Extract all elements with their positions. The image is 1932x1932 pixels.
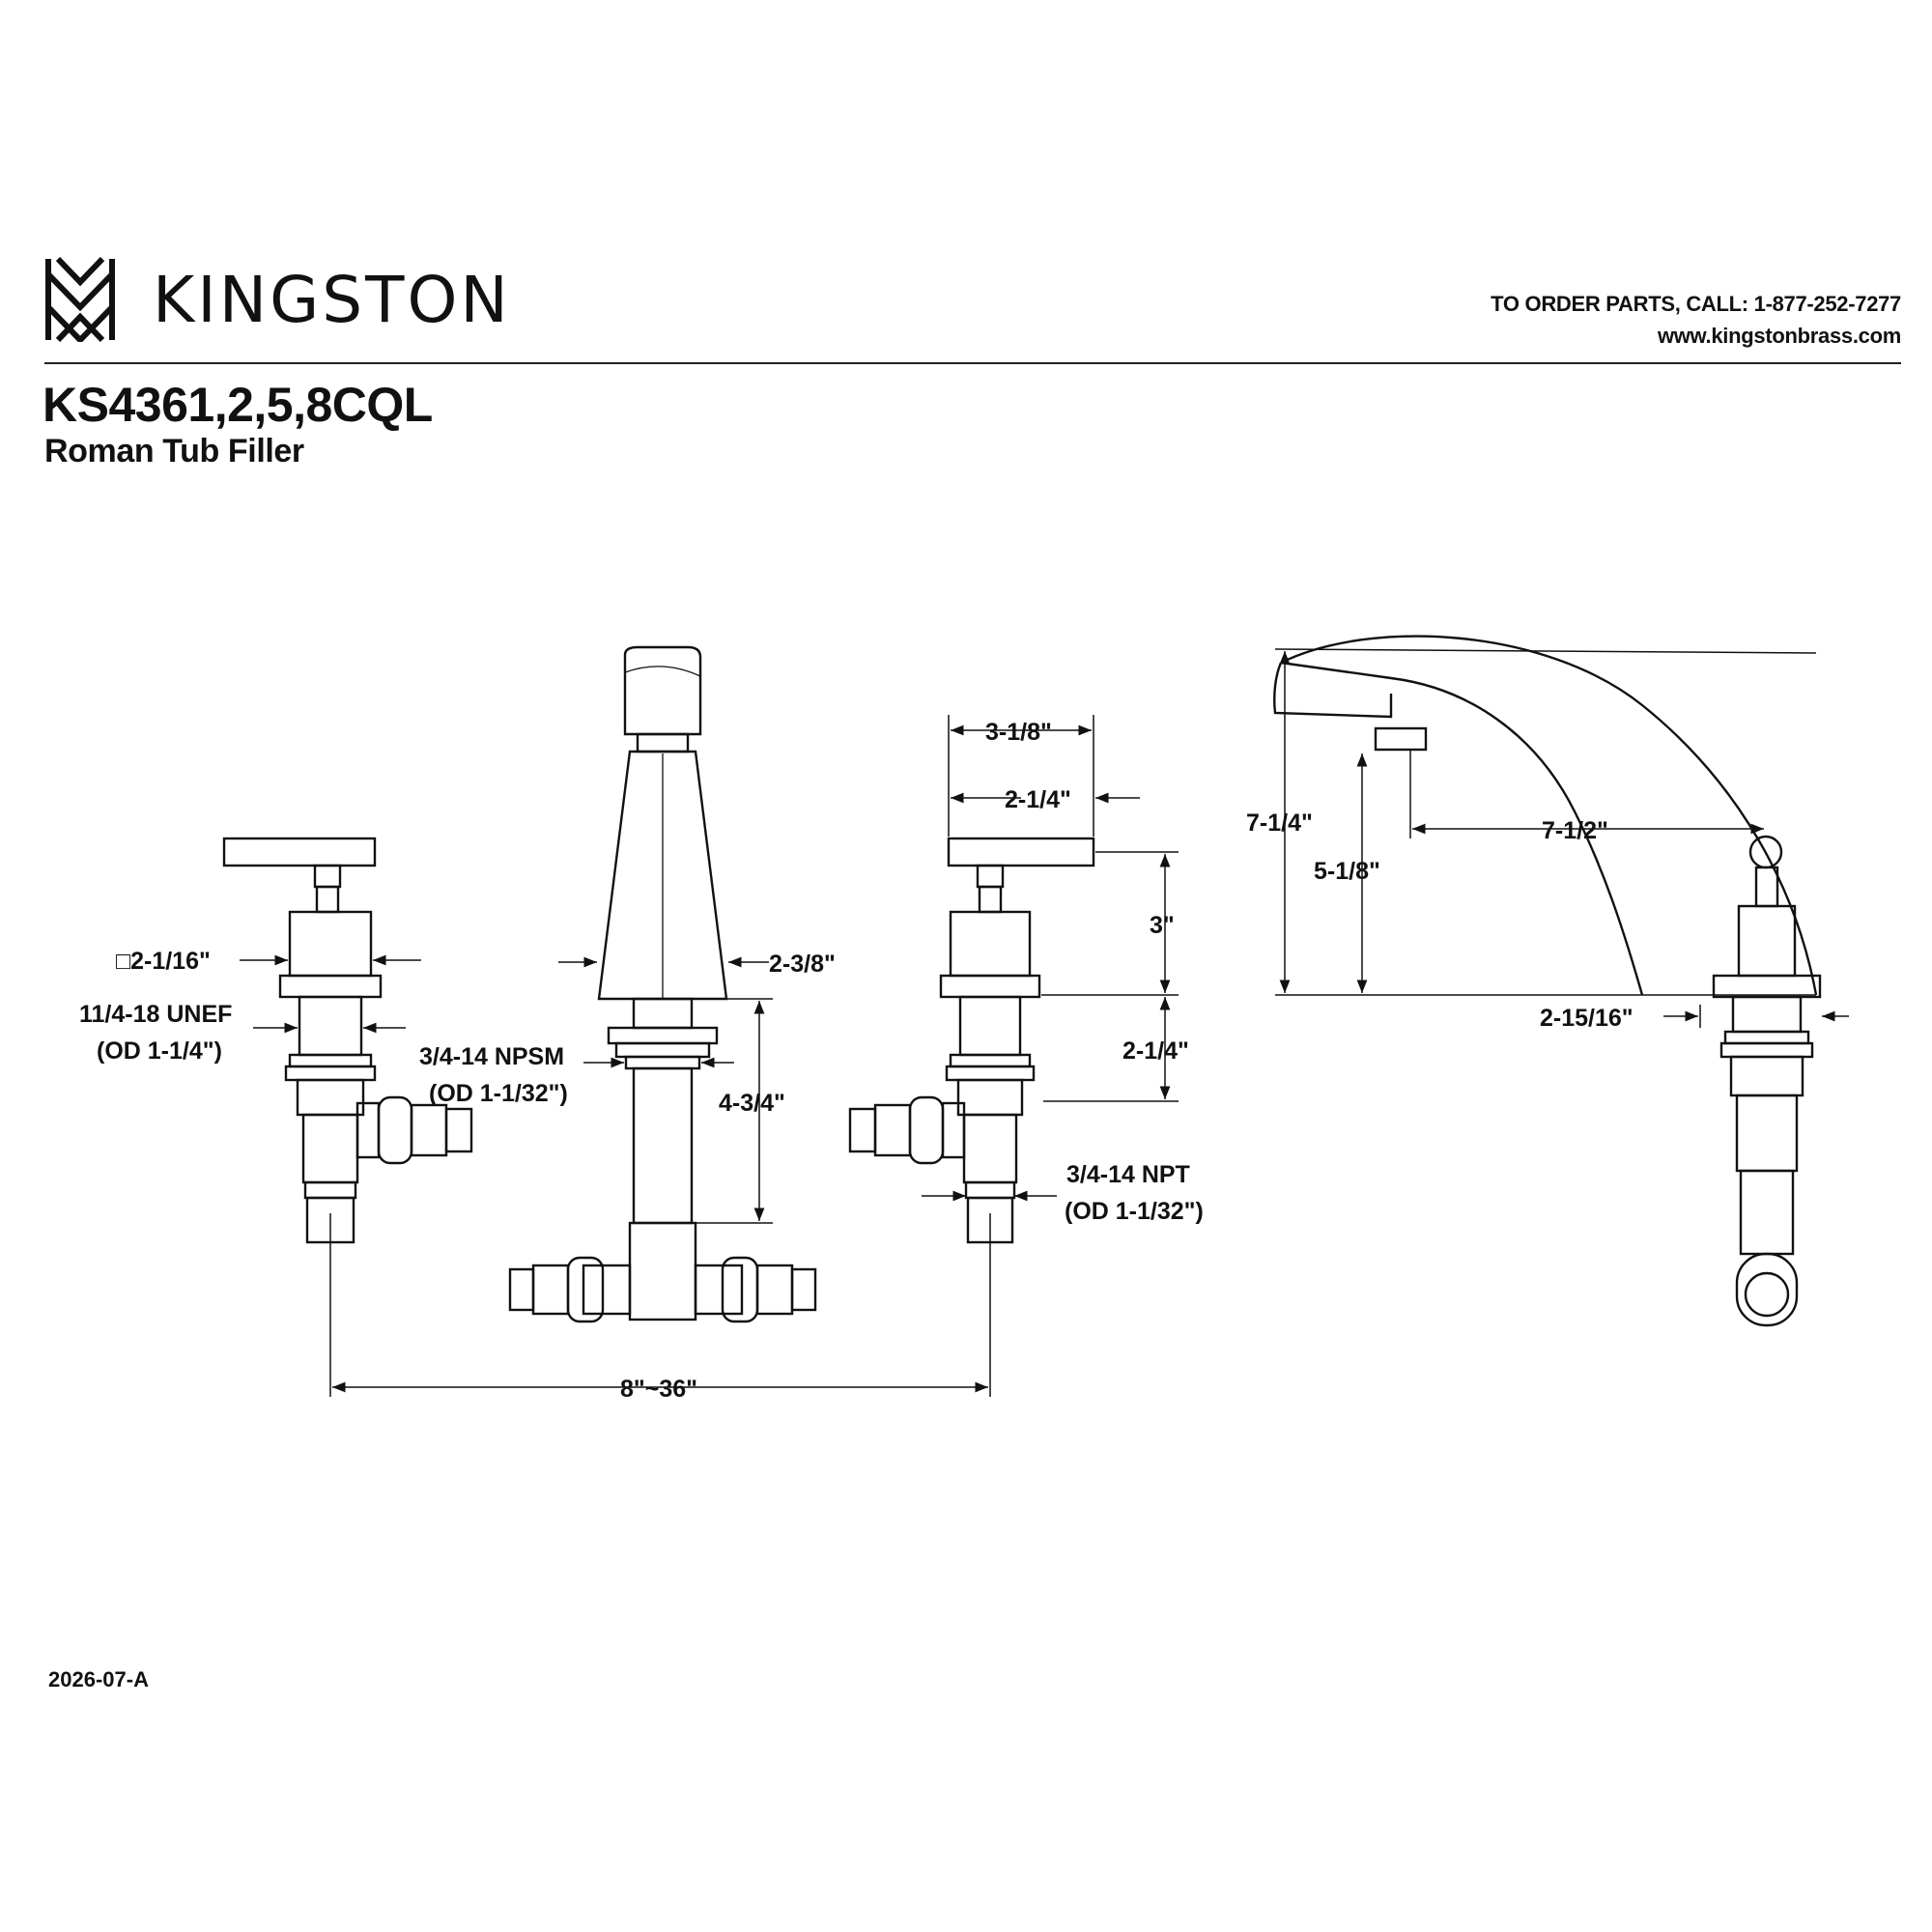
dim-npt-od: (OD 1-1/32") (1065, 1198, 1204, 1225)
dim-base-diameter: 2-15/16" (1540, 1005, 1634, 1032)
order-phone: TO ORDER PARTS, CALL: 1-877-252-7277 (1491, 292, 1901, 316)
dim-npsm: 3/4-14 NPSM (419, 1043, 564, 1070)
dim-shank-length: 4-3/4" (719, 1090, 785, 1117)
product-name: Roman Tub Filler (44, 433, 304, 469)
dim-spread: 8"~36" (620, 1376, 697, 1403)
dim-spout-clearance: 5-1/8" (1314, 858, 1380, 885)
dim-thread-unef: 11/4-18 UNEF (79, 1001, 232, 1028)
dim-handle-length: 3-1/8" (985, 719, 1052, 746)
website-link[interactable]: www.kingstonbrass.com (1657, 324, 1901, 348)
dimension-lines (240, 648, 1849, 1397)
dim-total-height: 7-1/4" (1246, 810, 1313, 837)
brand-name: KINGSTON (153, 263, 511, 337)
header-divider (44, 362, 1901, 364)
left-valve (222, 837, 473, 1244)
dim-npt: 3/4-14 NPT (1066, 1161, 1190, 1188)
dim-spout-width: 2-3/8" (769, 951, 836, 978)
dim-thread-unef-od: (OD 1-1/4") (97, 1037, 222, 1065)
model-number: KS4361,2,5,8CQL (43, 378, 433, 432)
center-spout (508, 645, 817, 1323)
kingston-logo-icon (45, 257, 115, 342)
dim-npsm-od: (OD 1-1/32") (429, 1080, 568, 1107)
document-code: 2026-07-A (48, 1667, 149, 1691)
side-view (1273, 635, 1822, 1327)
dim-handle-square: □2-1/16" (116, 948, 211, 975)
right-valve (848, 837, 1095, 1244)
dim-valve-shank: 2-1/4" (1122, 1037, 1189, 1065)
order-contact: TO ORDER PARTS, CALL: 1-877-252-7277 www… (1491, 288, 1901, 352)
dim-handle-height: 3" (1150, 912, 1175, 939)
dim-spout-reach: 7-1/2" (1542, 817, 1608, 844)
dim-handle-offset: 2-1/4" (1005, 786, 1071, 813)
